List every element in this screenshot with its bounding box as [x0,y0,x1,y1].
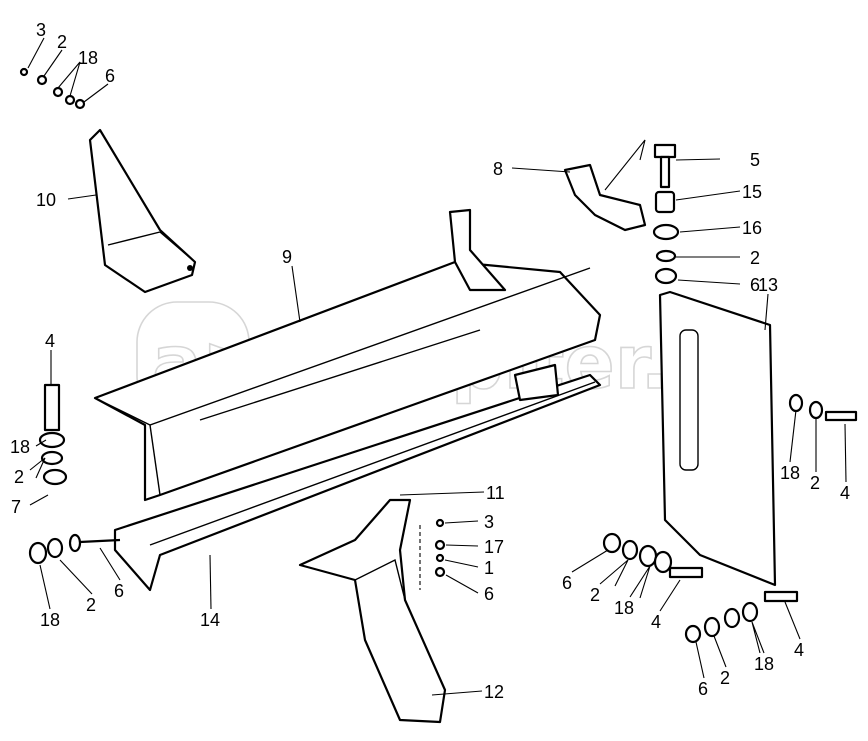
callout-18: 18 [780,463,800,483]
callout-16: 16 [742,218,762,238]
callout-1: 1 [484,558,494,578]
callout-6: 6 [698,679,708,699]
callout-15: 15 [742,182,762,202]
callout-5: 5 [750,150,760,170]
hardware-stack-right [652,143,680,285]
callout-11: 11 [486,483,505,503]
callout-14: 14 [200,610,220,630]
callout-6: 6 [562,573,572,593]
callout-3: 3 [36,20,46,40]
callout-18: 18 [10,437,30,457]
part-9-cover [93,208,602,502]
callout-4: 4 [651,612,661,632]
callout-2: 2 [750,248,760,268]
part-14-rail [113,363,602,592]
callout-labels: 3 2 18 6 10 9 8 5 15 16 2 6 13 4 18 2 7 … [10,20,850,702]
callout-2: 2 [810,473,820,493]
callout-2: 2 [590,585,600,605]
part-13-panel [658,290,777,587]
callout-9: 9 [282,247,292,267]
callout-18: 18 [754,654,774,674]
callout-10: 10 [36,190,56,210]
leader-lines [27,37,847,696]
callout-6: 6 [105,66,115,86]
part-8-bracket [563,139,647,232]
part-12-support [298,498,447,724]
callout-12: 12 [484,682,504,702]
callout-4: 4 [840,483,850,503]
callout-2: 2 [86,595,96,615]
hardware-small [19,67,858,644]
callout-6: 6 [484,584,494,604]
callout-3: 3 [484,512,494,532]
part-10-bracket [88,128,197,294]
callout-18: 18 [40,610,60,630]
callout-18: 18 [614,598,634,618]
callout-6: 6 [114,581,124,601]
callout-7: 7 [11,497,21,517]
callout-8: 8 [493,159,503,179]
callout-2: 2 [14,467,24,487]
callout-2: 2 [57,32,67,52]
callout-4: 4 [45,331,55,351]
callout-2: 2 [720,668,730,688]
callout-13: 13 [758,275,778,295]
callout-4: 4 [794,640,804,660]
callout-18: 18 [78,48,98,68]
callout-17: 17 [484,537,504,557]
callout-6: 6 [750,275,760,295]
